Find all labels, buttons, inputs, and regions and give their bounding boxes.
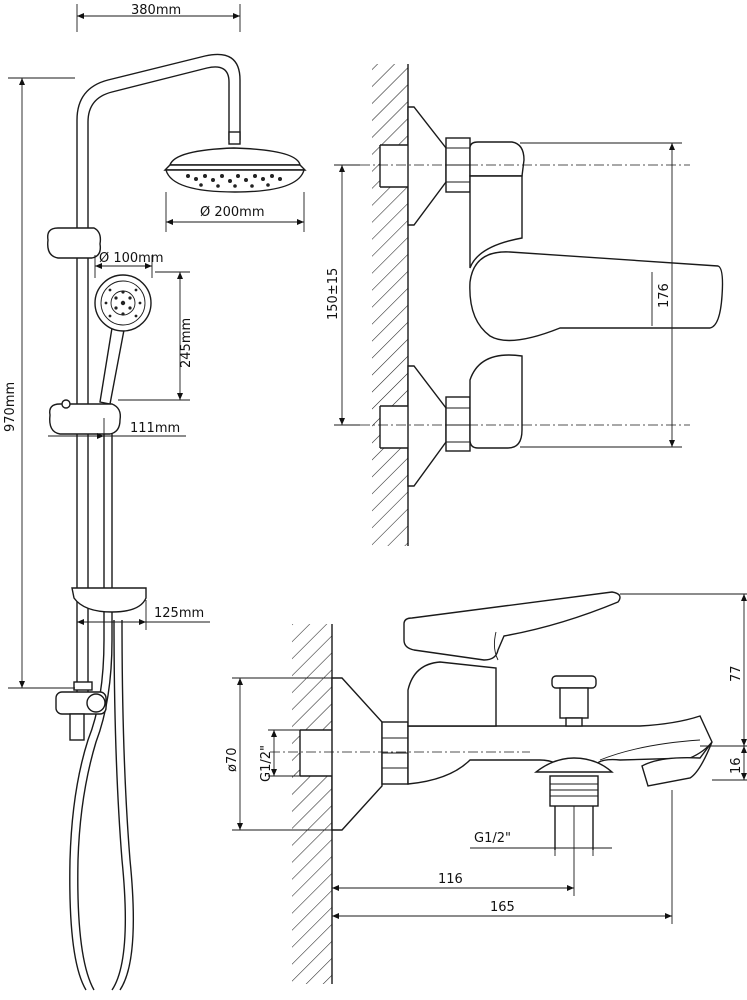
rain-shower-head [163, 131, 307, 193]
hand-shower [94, 274, 152, 405]
mixer-front-view: 150±15 176 [326, 64, 724, 546]
wall-section-bottom [292, 624, 332, 984]
dim-depth-total: 165 [490, 900, 515, 915]
dim-head-diameter: Ø 200mm [200, 205, 265, 220]
dim-hand-diameter: Ø 100mm [99, 251, 164, 266]
dim-mixer-height: 176 [657, 283, 672, 308]
dim-total-height: 970mm [3, 382, 18, 432]
mixer-side-view: ø70 G1/2" G1/2" 77 16 116 165 [225, 591, 747, 984]
diverter [55, 681, 107, 741]
lever-handle [469, 251, 724, 342]
dim-mixer-centers: 150±15 [326, 268, 341, 320]
wall-section-top [372, 64, 408, 546]
spout [407, 715, 713, 785]
side-lever [403, 591, 621, 661]
dim-spout-height: 77 [729, 665, 744, 682]
dim-slider-offset: 111mm [130, 421, 180, 436]
diverter-knob [551, 675, 597, 689]
shower-system: 380mm 970mm Ø 200mm Ø 100mm 245mm 111mm … [3, 3, 307, 991]
hose [69, 434, 105, 991]
dim-rail-width: 380mm [131, 3, 181, 18]
dim-rosette-diameter: ø70 [225, 748, 240, 773]
soap-dish [71, 587, 147, 613]
dim-thread-outlet: G1/2" [474, 831, 511, 846]
top-bracket [47, 227, 102, 259]
dim-spout-base: 16 [729, 757, 744, 774]
dim-thread-inlet: G1/2" [259, 745, 274, 782]
spray-nozzles [186, 174, 282, 188]
dim-hand-length: 245mm [179, 318, 194, 368]
dim-soap-offset: 125mm [154, 606, 204, 621]
dim-depth-outlet: 116 [438, 872, 463, 887]
mixer-body [469, 141, 525, 177]
slide-holder [49, 403, 122, 435]
